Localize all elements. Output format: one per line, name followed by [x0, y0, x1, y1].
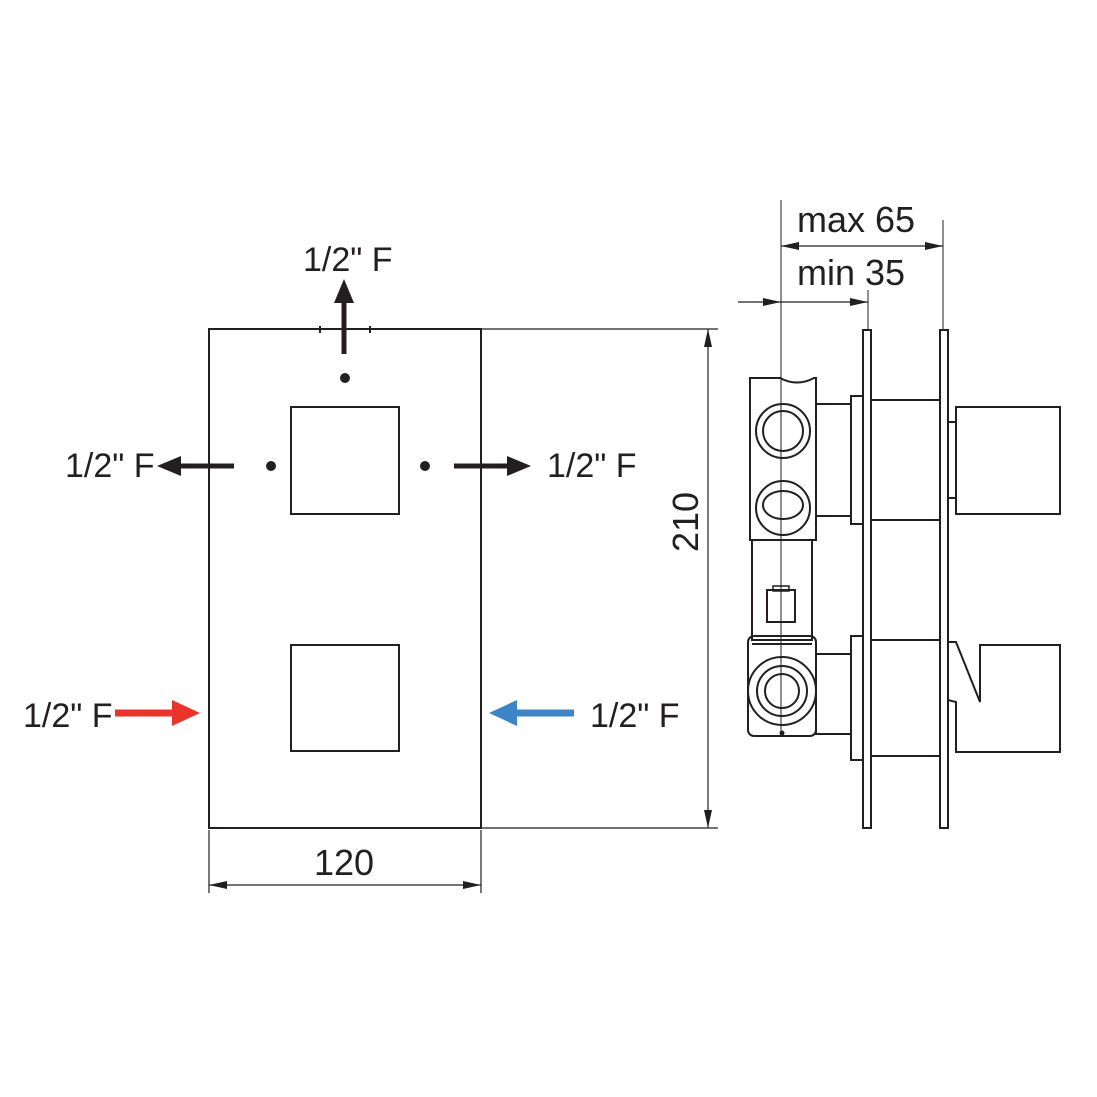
outlet-port-upper — [755, 403, 811, 459]
depth-dimension-min — [738, 290, 869, 330]
width-dimension — [208, 830, 482, 893]
handle-side-lower — [947, 641, 1061, 753]
outlet-arrow-right — [454, 456, 531, 476]
valve-neck-upper — [815, 403, 852, 517]
outlet-label-top: 1/2" F — [303, 241, 393, 279]
cover-plate — [208, 328, 482, 829]
inlet-port — [747, 656, 817, 726]
valve-spindle-lower — [870, 639, 941, 757]
valve-tube — [751, 539, 813, 641]
hot-inlet-label: 1/2" F — [23, 697, 113, 735]
thermostat-knob-square — [290, 644, 400, 752]
outlet-label-right: 1/2" F — [547, 447, 637, 485]
cold-inlet-arrow — [489, 700, 574, 726]
inlet-port-dot — [779, 730, 785, 736]
valve-nut-top — [772, 585, 790, 592]
max-depth-label: max 65 — [797, 199, 915, 240]
outlet-label-left: 1/2" F — [65, 447, 155, 485]
outlet-arrow-top — [334, 279, 354, 354]
valve-collar-lower — [850, 635, 864, 761]
wall-plate-inner — [862, 329, 872, 829]
cold-inlet-label: 1/2" F — [590, 697, 680, 735]
min-depth-label: min 35 — [797, 252, 905, 293]
height-dimension-value: 210 — [665, 492, 706, 552]
front-view: 1/2" F 1/2" F 1/2" F 1/2" F 1/2" F 120 2… — [23, 241, 718, 893]
valve-neck-lower — [815, 653, 852, 735]
outlet-arrow-left — [157, 456, 234, 476]
side-view: max 65 min 35 — [738, 199, 1061, 829]
diverter-knob-square — [290, 406, 400, 515]
width-dimension-value: 120 — [314, 842, 374, 883]
outlet-port-lower — [755, 480, 811, 536]
outlet-dot-top — [340, 373, 350, 383]
hot-inlet-arrow — [115, 700, 200, 726]
wall-plate-outer — [939, 329, 949, 829]
knob-side-upper — [947, 421, 957, 499]
outlet-dot-left — [266, 461, 276, 471]
valve-collar-upper — [850, 395, 864, 525]
outlet-dot-right — [420, 461, 430, 471]
valve-nut — [766, 589, 796, 623]
depth-dimension-max — [780, 200, 944, 735]
valve-spindle-upper — [870, 399, 941, 521]
handle-side-upper — [955, 406, 1061, 515]
height-dimension — [481, 328, 718, 829]
